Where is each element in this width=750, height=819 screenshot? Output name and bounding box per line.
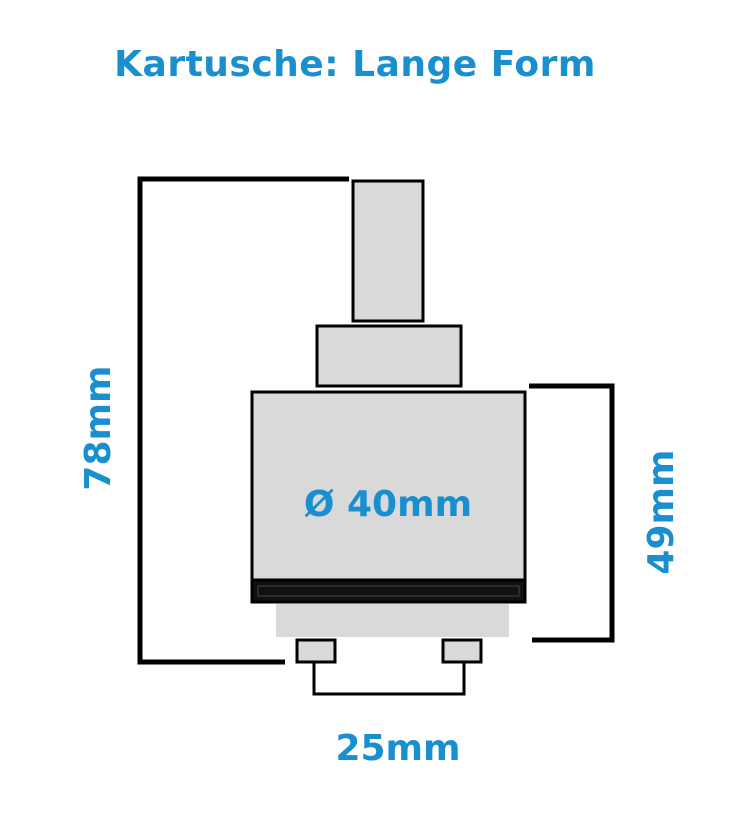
base-plate [276, 604, 509, 637]
seal-ring-highlight [257, 585, 520, 597]
height-78-bracket [137, 176, 349, 665]
seal-ring [250, 578, 527, 604]
label-diameter: Ø 40mm [304, 484, 472, 525]
label-78mm: 78mm [78, 365, 119, 490]
spindle [351, 179, 425, 323]
upper-collar [315, 324, 463, 388]
pin-spacing-bracket [312, 662, 466, 696]
main-body [250, 390, 527, 582]
left-pin [295, 638, 337, 664]
label-49mm: 49mm [641, 449, 682, 574]
diagram-title: Kartusche: Lange Form [114, 44, 596, 85]
right-pin [441, 638, 483, 664]
label-25mm: 25mm [335, 728, 460, 769]
height-49-bracket [529, 383, 615, 643]
